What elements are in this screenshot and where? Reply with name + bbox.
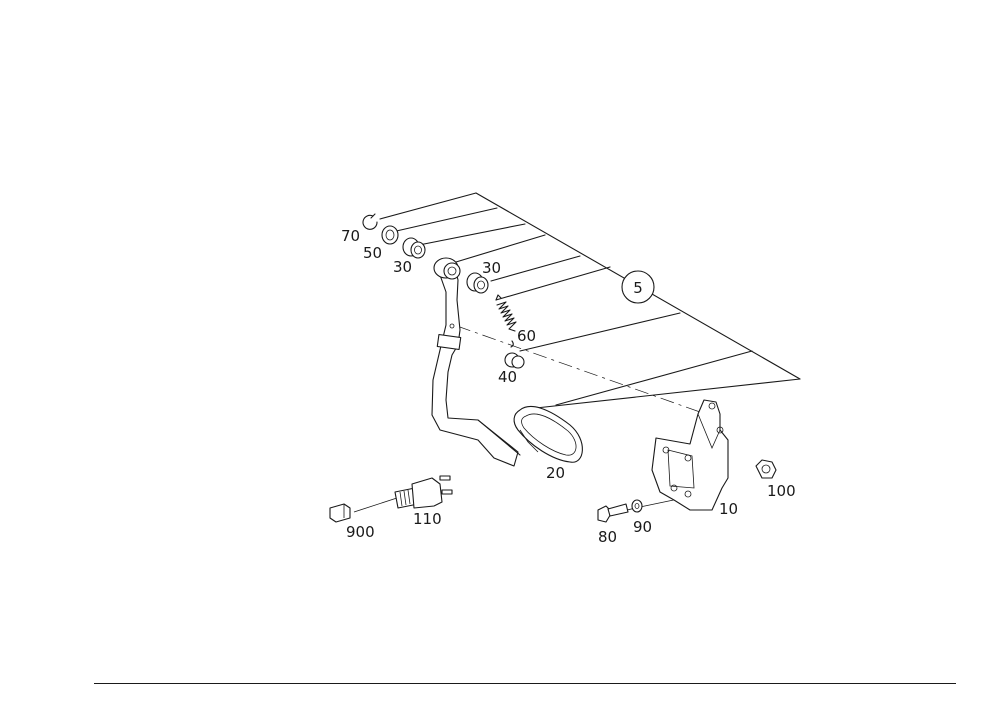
bush-40 [504,352,525,369]
circlip-70 [362,213,378,230]
assembly-outline [353,192,801,514]
callout-70: 70 [341,227,360,245]
callout-110: 110 [413,510,442,528]
callout-90: 90 [633,518,652,536]
callout-30-right: 30 [482,259,501,277]
callout-20: 20 [546,464,565,482]
connector-900 [329,503,351,523]
callout-80: 80 [598,528,617,546]
spring-60 [495,294,517,348]
washer-90 [631,499,643,513]
callout-50: 50 [363,244,382,262]
switch-110 [394,475,453,509]
nut-100 [755,459,777,479]
callout-30-left: 30 [393,258,412,276]
footer-rule [94,683,956,684]
assembly-callout-5: 5 [621,270,655,304]
bolt-80 [597,503,629,523]
callout-100: 100 [767,482,796,500]
washer-50 [381,225,399,245]
part-callouts: 70 50 30 30 60 40 20 10 100 80 90 110 90… [341,227,796,546]
callout-60: 60 [517,327,536,345]
bushing-30-left [402,237,426,259]
pedal-lever [431,257,521,467]
pedal-pad-20 [513,406,583,463]
bushing-30-right [466,272,489,294]
callout-900: 900 [346,523,375,541]
callout-10: 10 [719,500,738,518]
callout-40: 40 [498,368,517,386]
bracket-10 [651,399,729,511]
assembly-callout-label: 5 [633,279,643,297]
